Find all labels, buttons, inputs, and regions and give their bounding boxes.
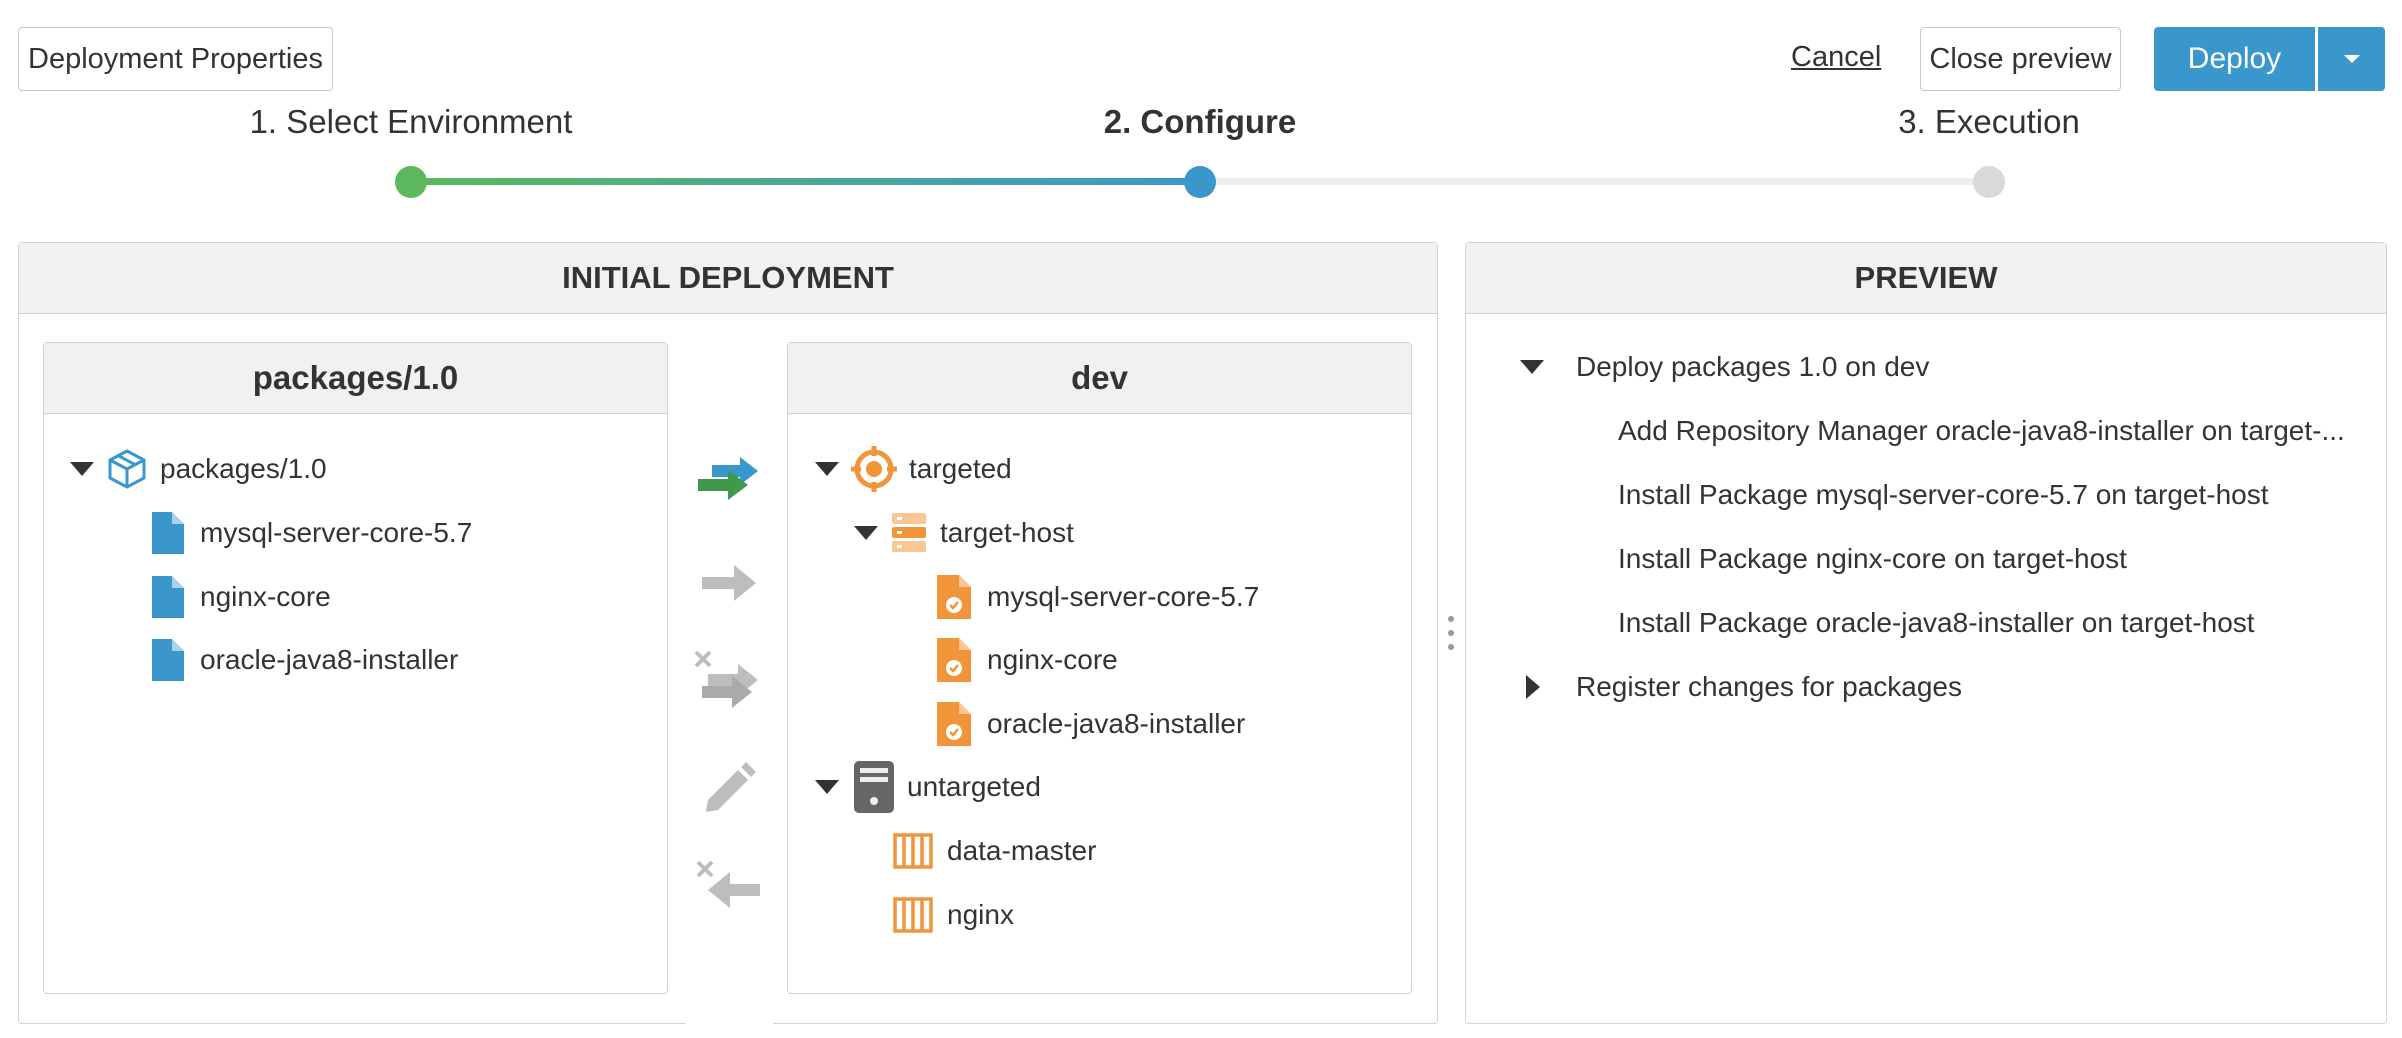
untargeted-item-row[interactable]: data-master bbox=[893, 831, 1096, 871]
container-icon bbox=[893, 897, 933, 933]
deployed-file-icon bbox=[937, 638, 971, 682]
deploy-selected-arrow-icon[interactable] bbox=[700, 563, 760, 603]
preview-second-row[interactable]: Register changes for packages bbox=[1526, 667, 1962, 707]
source-item-row[interactable]: mysql-server-core-5.7 bbox=[150, 512, 473, 554]
collapse-triangle-icon[interactable] bbox=[1526, 675, 1540, 699]
deployment-properties-button[interactable]: Deployment Properties bbox=[18, 27, 333, 91]
preview-root-label: Deploy packages 1.0 on dev bbox=[1576, 351, 1930, 382]
preview-second-label: Register changes for packages bbox=[1576, 671, 1962, 702]
source-item-label: mysql-server-core-5.7 bbox=[200, 517, 473, 548]
expand-triangle-icon[interactable] bbox=[854, 526, 878, 540]
untargeted-item-label: nginx bbox=[947, 899, 1014, 930]
step-dot-done bbox=[395, 166, 427, 198]
step-execution: 3. Execution bbox=[1898, 103, 2080, 140]
preview-header: PREVIEW bbox=[1466, 243, 2386, 314]
source-root-row[interactable]: packages/1.0 bbox=[70, 449, 327, 489]
progress-line-pending bbox=[1200, 178, 1989, 185]
panel-bottom-gap bbox=[685, 1018, 773, 1028]
step-select-environment: 1. Select Environment bbox=[249, 103, 573, 140]
source-panel: packages/1.0 bbox=[43, 342, 668, 994]
expand-triangle-icon[interactable] bbox=[70, 462, 94, 476]
file-icon bbox=[152, 512, 184, 554]
step-dot-active bbox=[1184, 166, 1216, 198]
panel-resize-handle[interactable] bbox=[1445, 616, 1457, 658]
preview-step-label: Install Package oracle-java8-installer o… bbox=[1618, 607, 2255, 638]
computer-icon bbox=[854, 761, 894, 813]
caret-down-icon bbox=[2343, 55, 2360, 63]
source-item-label: oracle-java8-installer bbox=[200, 644, 459, 675]
source-root-label: packages/1.0 bbox=[160, 453, 327, 484]
expand-triangle-icon[interactable] bbox=[815, 462, 839, 476]
host-item-row[interactable]: nginx-core bbox=[937, 638, 1118, 682]
deployed-file-icon bbox=[937, 575, 971, 619]
initial-deployment-header: INITIAL DEPLOYMENT bbox=[19, 243, 1437, 314]
target-panel-title: dev bbox=[788, 343, 1411, 414]
deploy-all-arrow-icon[interactable] bbox=[696, 457, 762, 509]
expand-triangle-icon[interactable] bbox=[815, 780, 839, 794]
source-item-label: nginx-core bbox=[200, 581, 331, 612]
progress-line-done bbox=[411, 178, 1200, 185]
preview-step[interactable]: Install Package mysql-server-core-5.7 on… bbox=[1618, 475, 2269, 515]
targeted-label: targeted bbox=[909, 453, 1012, 484]
targeted-row[interactable]: targeted bbox=[815, 446, 1012, 492]
preview-panel: PREVIEW bbox=[1465, 242, 2387, 1024]
close-preview-button[interactable]: Close preview bbox=[1920, 27, 2121, 91]
source-item-row[interactable]: oracle-java8-installer bbox=[150, 639, 459, 681]
preview-root-row[interactable]: Deploy packages 1.0 on dev bbox=[1520, 347, 1929, 387]
host-item-label: nginx-core bbox=[987, 644, 1118, 675]
undeploy-arrow-icon[interactable] bbox=[694, 858, 764, 916]
package-icon bbox=[108, 449, 146, 489]
step-configure: 2. Configure bbox=[1103, 103, 1297, 140]
host-item-row[interactable]: oracle-java8-installer bbox=[937, 702, 1246, 746]
container-icon bbox=[893, 833, 933, 869]
remove-deploy-arrow-icon[interactable] bbox=[692, 648, 762, 720]
source-panel-title: packages/1.0 bbox=[44, 343, 667, 414]
cancel-link[interactable]: Cancel bbox=[1791, 41, 1882, 73]
host-item-label: mysql-server-core-5.7 bbox=[987, 581, 1260, 612]
target-panel: dev bbox=[787, 342, 1412, 994]
file-icon bbox=[152, 576, 184, 618]
host-item-row[interactable]: mysql-server-core-5.7 bbox=[937, 575, 1260, 619]
source-item-row[interactable]: nginx-core bbox=[150, 576, 331, 618]
file-icon bbox=[152, 639, 184, 681]
deployed-file-icon bbox=[937, 702, 971, 746]
target-host-label: target-host bbox=[940, 517, 1074, 548]
server-icon bbox=[892, 513, 926, 552]
target-host-row[interactable]: target-host bbox=[854, 513, 1074, 553]
untargeted-item-row[interactable]: nginx bbox=[893, 895, 1014, 935]
deploy-dropdown-button[interactable] bbox=[2318, 27, 2385, 91]
preview-step-label: Add Repository Manager oracle-java8-inst… bbox=[1618, 415, 2345, 446]
untargeted-item-label: data-master bbox=[947, 835, 1097, 866]
step-dot-pending bbox=[1973, 166, 2005, 198]
deploy-button[interactable]: Deploy bbox=[2154, 27, 2315, 91]
untargeted-label: untargeted bbox=[907, 771, 1041, 802]
edit-pencil-icon[interactable] bbox=[702, 758, 758, 814]
target-icon bbox=[851, 446, 897, 492]
preview-step[interactable]: Install Package nginx-core on target-hos… bbox=[1618, 539, 2127, 579]
untargeted-row[interactable]: untargeted bbox=[815, 761, 1041, 813]
preview-step[interactable]: Add Repository Manager oracle-java8-inst… bbox=[1618, 411, 2345, 451]
preview-step-label: Install Package nginx-core on target-hos… bbox=[1618, 543, 2127, 574]
expand-triangle-icon[interactable] bbox=[1520, 360, 1544, 374]
host-item-label: oracle-java8-installer bbox=[987, 708, 1246, 739]
preview-step[interactable]: Install Package oracle-java8-installer o… bbox=[1618, 603, 2255, 643]
preview-step-label: Install Package mysql-server-core-5.7 on… bbox=[1618, 479, 2269, 510]
